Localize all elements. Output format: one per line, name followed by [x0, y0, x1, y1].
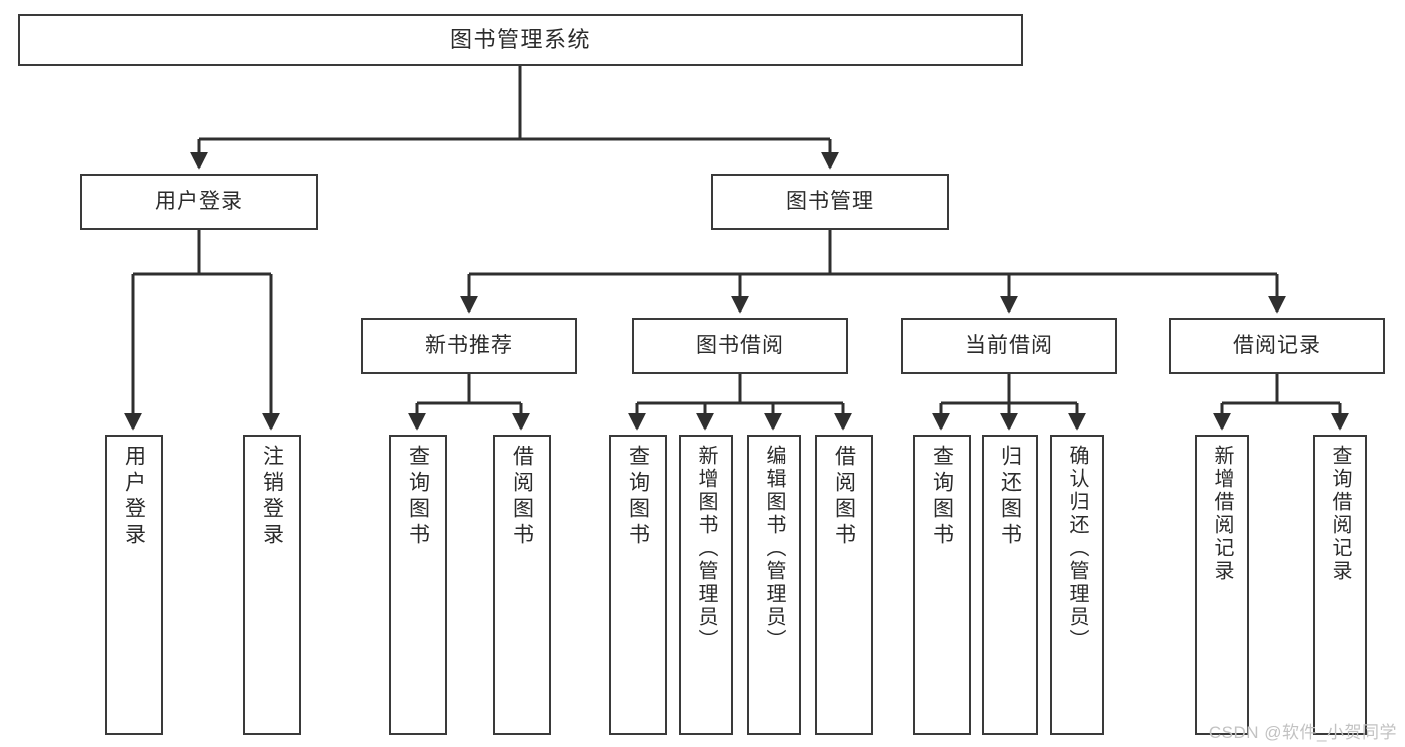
node-label: 用户登录 — [155, 189, 243, 213]
node-label: 确认归还（管理员） — [1066, 445, 1088, 652]
leaf-add-borrow-record[interactable]: 新增借阅记录 — [1195, 435, 1249, 735]
leaf-borrow-book-new[interactable]: 借阅图书 — [493, 435, 551, 735]
leaf-query-book-current[interactable]: 查询图书 — [913, 435, 971, 735]
node-label: 注销登录 — [260, 445, 284, 549]
node-label: 用户登录 — [122, 445, 146, 549]
leaf-query-book-borrow[interactable]: 查询图书 — [609, 435, 667, 735]
node-label: 新增借阅记录 — [1211, 445, 1233, 583]
leaf-confirm-return-admin[interactable]: 确认归还（管理员） — [1050, 435, 1104, 735]
node-label: 查询图书 — [626, 445, 650, 549]
node-label: 查询图书 — [406, 445, 430, 549]
node-label: 借阅图书 — [510, 445, 534, 549]
node-book-management[interactable]: 图书管理 — [711, 174, 949, 230]
node-label: 查询图书 — [930, 445, 954, 549]
node-label: 归还图书 — [998, 445, 1022, 549]
node-current-borrow[interactable]: 当前借阅 — [901, 318, 1117, 374]
node-label: 图书管理 — [786, 189, 874, 213]
node-book-borrow[interactable]: 图书借阅 — [632, 318, 848, 374]
leaf-query-book-new[interactable]: 查询图书 — [389, 435, 447, 735]
leaf-user-login[interactable]: 用户登录 — [105, 435, 163, 735]
leaf-user-logout[interactable]: 注销登录 — [243, 435, 301, 735]
node-label: 图书管理系统 — [449, 27, 591, 53]
node-label: 图书借阅 — [696, 333, 784, 357]
node-borrow-record[interactable]: 借阅记录 — [1169, 318, 1385, 374]
leaf-query-borrow-record[interactable]: 查询借阅记录 — [1313, 435, 1367, 735]
node-label: 新增图书（管理员） — [695, 445, 717, 652]
node-new-book-recommend[interactable]: 新书推荐 — [361, 318, 577, 374]
csdn-watermark: CSDN @软件_小贺同学 — [1208, 723, 1397, 742]
leaf-add-book-admin[interactable]: 新增图书（管理员） — [679, 435, 733, 735]
node-label: 借阅图书 — [832, 445, 856, 549]
node-label: 编辑图书（管理员） — [763, 445, 785, 652]
leaf-borrow-book[interactable]: 借阅图书 — [815, 435, 873, 735]
node-label: 查询借阅记录 — [1329, 445, 1351, 583]
node-label: 借阅记录 — [1233, 333, 1321, 357]
leaf-edit-book-admin[interactable]: 编辑图书（管理员） — [747, 435, 801, 735]
node-user-login[interactable]: 用户登录 — [80, 174, 318, 230]
node-root-system[interactable]: 图书管理系统 — [18, 14, 1023, 66]
node-label: 当前借阅 — [965, 333, 1053, 357]
node-label: 新书推荐 — [425, 333, 513, 357]
leaf-return-book[interactable]: 归还图书 — [982, 435, 1038, 735]
